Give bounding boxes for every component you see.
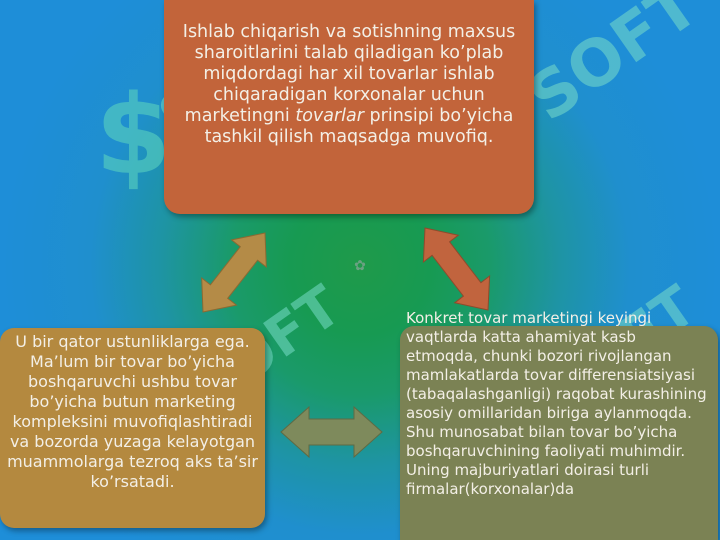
right-text: vaqtlarda katta ahamiyat kasb etmoqda, c… bbox=[406, 328, 707, 498]
top-text-part1: Ishlab chiqarish va sotishning maxsus sh… bbox=[182, 22, 516, 126]
right-text-box: Konkret tovar marketingi keyingi vaqtlar… bbox=[400, 309, 718, 540]
watermark-logo: $ bbox=[95, 71, 172, 199]
top-text-box: Ishlab chiqarish va sotishning maxsus sh… bbox=[164, 0, 534, 214]
center-mark-icon: ✿ bbox=[354, 258, 366, 274]
watermark-text: SOFT bbox=[515, 0, 713, 137]
left-text: U bir qator ustunliklarga ega. Ma’lum bi… bbox=[7, 332, 258, 491]
top-text-part2: prinsipi bo’yicha tashkil qilish maqsadg… bbox=[204, 106, 514, 147]
top-text-italic: tovarlar bbox=[295, 106, 364, 126]
right-text-first-line: Konkret tovar marketingi keyingi bbox=[406, 309, 652, 327]
left-text-box: U bir qator ustunliklarga ega. Ma’lum bi… bbox=[0, 328, 265, 528]
